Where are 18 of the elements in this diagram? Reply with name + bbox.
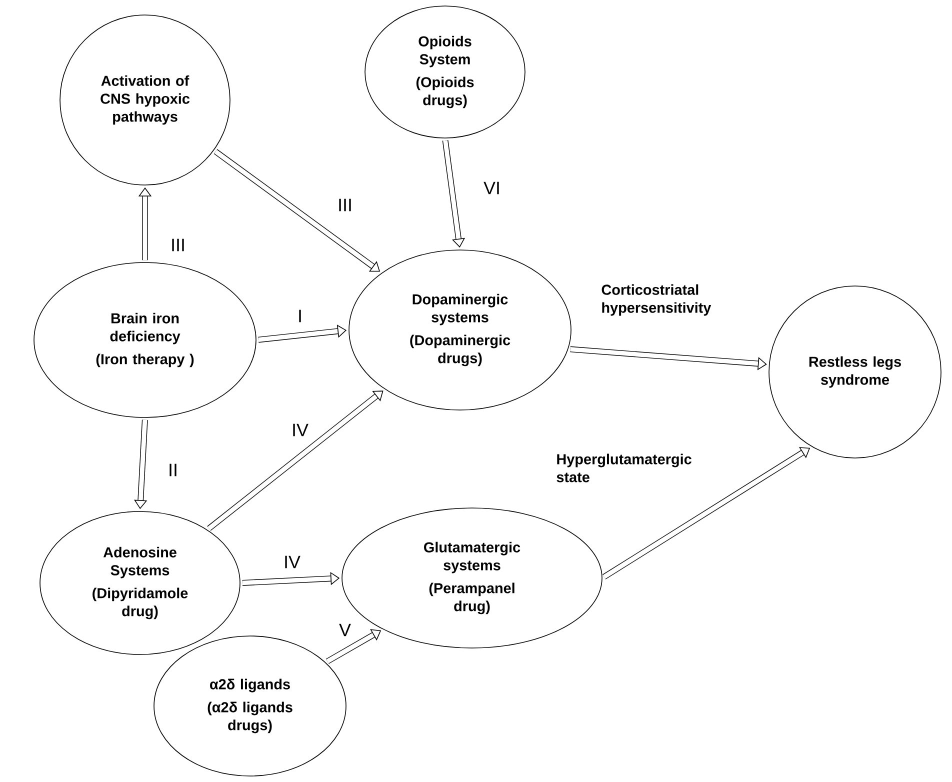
edge-label: Corticostriatal hypersensitivity <box>602 284 712 316</box>
circle-node: Activation of CNS hypoxic pathways <box>60 14 230 186</box>
ellipse-node: Brain iron deficiency (Iron therapy ) <box>34 262 256 418</box>
ellipse-node: Dopaminergic systems (Dopaminergic drugs) <box>348 250 572 410</box>
edge-label: V <box>339 624 351 636</box>
edge-label: IV <box>293 424 308 436</box>
edge-label: Hyperglutamatergic state <box>556 454 692 482</box>
edge-label: III <box>172 238 184 252</box>
edge-label: IV <box>285 556 300 568</box>
edge-label: VI <box>484 182 499 194</box>
edge-label: I <box>299 310 301 322</box>
ellipse-node: Opioids System (Opioids drugs) <box>364 6 526 138</box>
ellipse-node: α2δ ligands (α2δ ligands drugs) <box>154 636 346 776</box>
circle-node: Restless legs syndrome <box>768 286 942 458</box>
edge-label: III <box>339 198 351 212</box>
ellipse-node: Adenosine Systems (Dipyridamole drug) <box>40 511 240 655</box>
edge-label: II <box>170 464 176 476</box>
arrow <box>207 390 384 531</box>
